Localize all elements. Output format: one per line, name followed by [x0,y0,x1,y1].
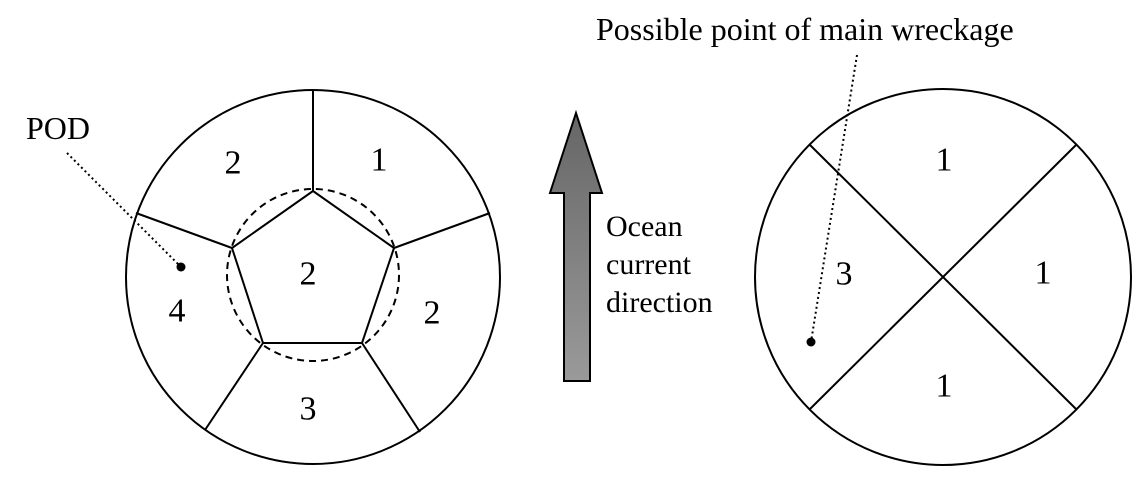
arrow-shape [548,109,604,382]
divider-upper-right [393,212,491,249]
left-zone-top-right: 1 [371,142,388,179]
right-zone-left: 3 [836,256,853,293]
center-dashed-circle [226,188,400,362]
divider-lower-right [361,342,421,433]
arrow-label-line-3: direction [606,286,713,319]
divider-lower-left [204,342,264,431]
right-zone-bottom: 1 [936,368,953,405]
right-diagonal-2 [809,144,1077,410]
left-zone-top-left: 2 [225,145,242,182]
right-zone-top: 1 [936,142,953,179]
right-outer-circle [754,88,1132,466]
left-figure: 1 2 2 2 3 4 POD [26,89,501,465]
right-figure: 1 1 1 3 Possible point of main wreckage [596,11,1132,466]
wreckage-marker [806,337,816,347]
left-zone-left: 4 [169,293,186,330]
center-pentagon [230,189,396,344]
pod-label: POD [26,110,90,146]
pod-marker [176,262,186,272]
pod-leader-line [66,152,182,268]
arrow-label-line-1: Ocean [606,210,683,243]
left-zone-bottom: 3 [300,391,317,428]
ocean-current-arrow: Ocean current direction [548,109,713,382]
left-zone-center: 2 [300,256,317,293]
arrow-label-line-2: current [606,248,692,281]
wreckage-label: Possible point of main wreckage [596,11,1014,47]
wreckage-leader-line [810,54,858,343]
right-zone-right: 1 [1035,255,1052,292]
left-zone-right: 2 [424,295,441,332]
divider-upper-left [135,212,233,249]
